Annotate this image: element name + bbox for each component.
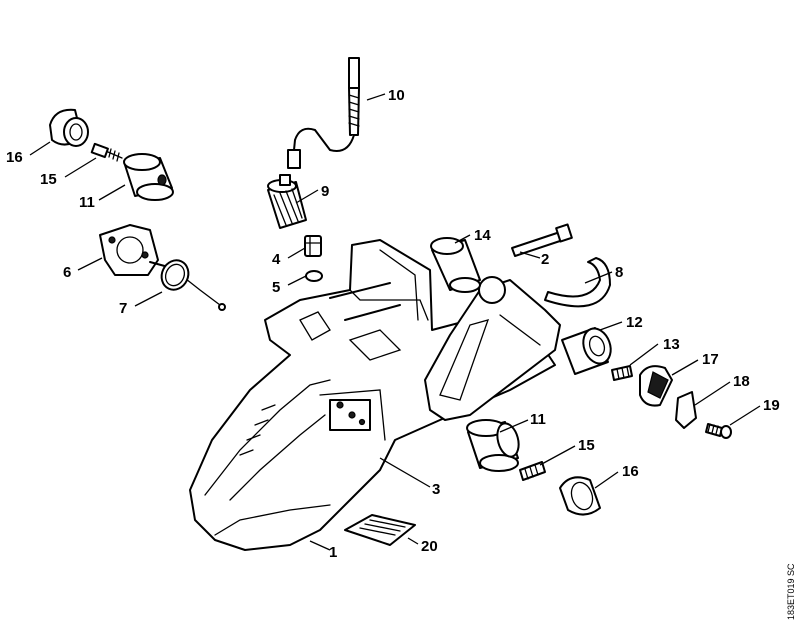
callout-15-upper: 15 xyxy=(40,171,57,188)
fuel-hose-part xyxy=(287,57,360,169)
cap-part-lower xyxy=(559,476,601,516)
tank-housing-part xyxy=(189,239,556,551)
gasket-part xyxy=(160,259,190,291)
leader-lines xyxy=(29,93,761,551)
callout-9: 9 xyxy=(321,183,329,200)
callout-12: 12 xyxy=(626,314,643,331)
callout-16-upper: 16 xyxy=(6,149,23,166)
valve-part xyxy=(304,235,322,257)
callout-16-lower: 16 xyxy=(622,463,639,480)
filter-part-lower xyxy=(466,419,520,472)
callout-18: 18 xyxy=(733,373,750,390)
callout-20: 20 xyxy=(421,538,438,555)
clip-part xyxy=(675,391,697,429)
screw-part-19 xyxy=(705,423,732,439)
callout-6: 6 xyxy=(63,264,71,281)
plug-part xyxy=(430,237,481,293)
bolt-part xyxy=(511,223,573,257)
filter-part-upper xyxy=(123,153,174,201)
callout-3: 3 xyxy=(432,481,440,498)
callout-10: 10 xyxy=(388,87,405,104)
callout-15-lower: 15 xyxy=(578,437,595,454)
small-oring-part xyxy=(305,270,323,282)
cover-part xyxy=(639,365,673,407)
callout-13: 13 xyxy=(663,336,680,353)
callout-2: 2 xyxy=(541,251,549,268)
callout-1: 1 xyxy=(329,544,337,561)
callout-17: 17 xyxy=(702,351,719,368)
carburetor-part xyxy=(99,224,226,311)
callout-14: 14 xyxy=(474,227,491,244)
cap-part-upper xyxy=(49,108,89,147)
callout-7: 7 xyxy=(119,300,127,317)
rear-handle-part xyxy=(424,276,561,421)
callout-11-lower: 11 xyxy=(530,411,546,428)
callout-labels: 1 2 3 4 5 6 7 8 9 10 11 11 12 13 14 15 1… xyxy=(6,87,780,561)
screw-part-upper xyxy=(90,142,123,162)
screw-part-lower xyxy=(519,461,546,481)
callout-4: 4 xyxy=(272,251,281,268)
label-plate-part xyxy=(344,514,416,546)
callout-11-upper: 11 xyxy=(79,194,95,211)
drawing-code: 183ET019 SC xyxy=(786,563,796,620)
buffer-part xyxy=(561,327,612,375)
callout-8: 8 xyxy=(615,264,623,281)
fuel-filter-part xyxy=(267,174,307,229)
screw-part-13 xyxy=(611,365,633,381)
curved-hose-part xyxy=(544,257,611,308)
callout-19: 19 xyxy=(763,397,780,414)
callout-5: 5 xyxy=(272,279,280,296)
